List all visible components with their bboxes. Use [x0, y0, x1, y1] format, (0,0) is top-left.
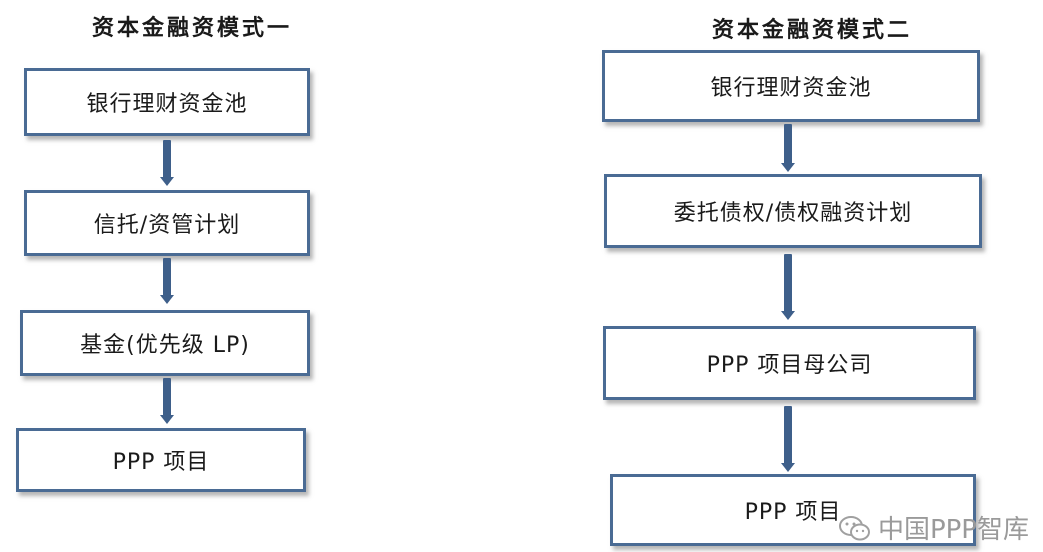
mode2-step-ppp-project: PPP 项目: [610, 474, 976, 546]
mode2-arrow-1: [781, 124, 795, 172]
mode1-step-fund-lp: 基金(优先级 LP): [20, 310, 310, 376]
mode2-arrow-2: [781, 254, 795, 320]
mode1-step-bank-pool: 银行理财资金池: [24, 68, 310, 136]
mode1-step-trust-plan: 信托/资管计划: [24, 190, 310, 256]
watermark-text: 中国PPP智库: [877, 515, 1029, 545]
mode1-arrow-3: [160, 378, 174, 424]
mode2-step-parent-company: PPP 项目母公司: [603, 326, 976, 400]
mode1-arrow-1: [160, 140, 174, 186]
watermark: 中国PPP智库: [838, 509, 1029, 546]
mode2-title: 资本金融资模式二: [712, 17, 913, 43]
wechat-icon: [838, 515, 870, 540]
mode1-title: 资本金融资模式一: [92, 15, 293, 41]
mode1-step-ppp-project: PPP 项目: [16, 428, 306, 492]
mode1-arrow-2: [160, 258, 174, 304]
mode2-step-debt-plan: 委托债权/债权融资计划: [604, 174, 982, 248]
mode2-arrow-3: [781, 406, 795, 472]
mode2-step-bank-pool: 银行理财资金池: [602, 50, 980, 122]
